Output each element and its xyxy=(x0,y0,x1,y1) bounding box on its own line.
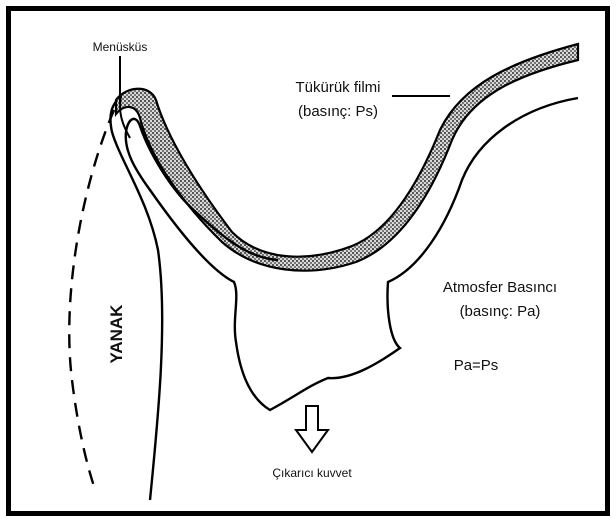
saliva-film-label: Tükürük filmi xyxy=(295,79,380,96)
saliva-film-pressure: (basınç: Ps) xyxy=(298,103,378,120)
cheek-outline xyxy=(69,110,114,492)
removal-force-label: Çıkarıcı kuvvet xyxy=(272,466,352,480)
pressure-equation: Pa=Ps xyxy=(454,357,499,374)
cheek-label: YANAK xyxy=(107,304,126,364)
atmosphere-label: Atmosfer Basıncı xyxy=(443,279,557,296)
atmosphere-pressure: (basınç: Pa) xyxy=(460,303,541,320)
meniscus-label: Menüsküs xyxy=(93,40,148,54)
removal-force-arrow xyxy=(296,406,328,452)
